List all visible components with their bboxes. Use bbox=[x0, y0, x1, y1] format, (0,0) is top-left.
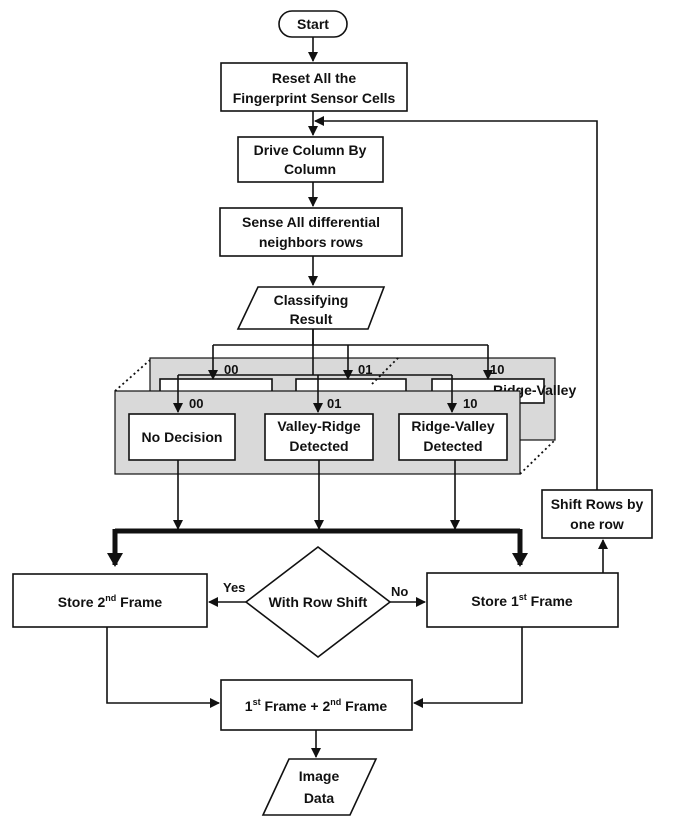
combine-frames-a-sup: st bbox=[253, 697, 261, 707]
back-code-00: 00 bbox=[224, 362, 238, 377]
image-data-line2: Data bbox=[304, 790, 335, 806]
valley-ridge-line2: Detected bbox=[289, 438, 348, 454]
sense-rows-line2: neighbors rows bbox=[259, 234, 363, 250]
drive-column-line2: Column bbox=[284, 161, 336, 177]
depth-dots-mid bbox=[371, 355, 401, 385]
store-first-frame-sup: st bbox=[519, 592, 527, 602]
store-first-frame-pre: Store 1 bbox=[471, 593, 519, 609]
combine-frames-a: 1 bbox=[245, 698, 253, 714]
classifying-result-io bbox=[236, 286, 386, 330]
yes-label: Yes bbox=[223, 580, 245, 595]
reset-cells-box bbox=[220, 62, 408, 112]
store-second-frame-sup: nd bbox=[105, 593, 116, 603]
store-second-frame-label: Store 2nd Frame bbox=[58, 593, 163, 610]
image-data-line1: Image bbox=[299, 768, 340, 784]
no-decision-box bbox=[128, 413, 236, 461]
no-label: No bbox=[391, 584, 408, 599]
classifying-result-line1: Classifying bbox=[274, 292, 349, 308]
store-second-frame-box bbox=[12, 573, 208, 628]
drive-column-box bbox=[237, 136, 384, 183]
edge-shift-feedback bbox=[314, 116, 598, 490]
ridge-valley-line1: Ridge-Valley bbox=[411, 418, 494, 434]
combine-frames-box bbox=[220, 679, 413, 731]
reset-cells-line1: Reset All the bbox=[272, 70, 356, 86]
back-code-01: 01 bbox=[358, 362, 372, 377]
edge-store2-combine bbox=[106, 627, 220, 708]
row-shift-decision-label: With Row Shift bbox=[269, 594, 368, 610]
no-decision-label: No Decision bbox=[142, 429, 223, 445]
sense-rows-box bbox=[219, 207, 403, 257]
store-second-frame-pre: Store 2 bbox=[58, 594, 106, 610]
classifying-result-line2: Result bbox=[290, 311, 333, 327]
code-10: 10 bbox=[463, 396, 477, 411]
combine-frames-b-sup: nd bbox=[330, 697, 341, 707]
store-first-frame-label: Store 1st Frame bbox=[471, 592, 573, 609]
ridge-valley-line2: Detected bbox=[423, 438, 482, 454]
row-shift-decision bbox=[244, 545, 392, 659]
store-first-frame-box bbox=[426, 572, 619, 628]
shift-rows-line1: Shift Rows by bbox=[551, 496, 644, 512]
drive-column-line1: Drive Column By bbox=[254, 142, 367, 158]
image-data-io bbox=[261, 758, 378, 816]
combine-frames-mid: Frame + 2 bbox=[261, 698, 331, 714]
store-first-frame-post: Frame bbox=[527, 593, 573, 609]
depth-dots-left bbox=[114, 359, 151, 392]
sense-rows-line1: Sense All differential bbox=[242, 214, 380, 230]
back-code-10: 10 bbox=[490, 362, 504, 377]
shift-rows-line2: one row bbox=[570, 516, 624, 532]
reset-cells-line2: Fingerprint Sensor Cells bbox=[233, 90, 396, 106]
store-second-frame-post: Frame bbox=[116, 594, 162, 610]
ridge-valley-box bbox=[398, 413, 508, 461]
combine-frames-label: 1st Frame + 2nd Frame bbox=[245, 697, 388, 714]
code-01: 01 bbox=[327, 396, 341, 411]
combine-frames-post: Frame bbox=[341, 698, 387, 714]
depth-dots-right bbox=[519, 439, 556, 475]
valley-ridge-line1: Valley-Ridge bbox=[277, 418, 360, 434]
code-00: 00 bbox=[189, 396, 203, 411]
start-label: Start bbox=[297, 16, 329, 32]
edge-store1-combine bbox=[413, 627, 523, 708]
